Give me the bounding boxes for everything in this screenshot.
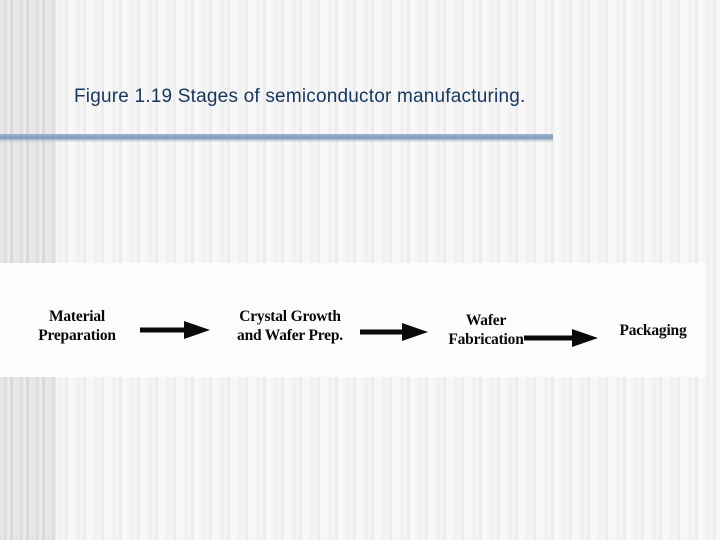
flow-stage-wafer-fabrication: Wafer Fabrication xyxy=(448,312,524,348)
flow-stage-crystal-growth-and-wafer-prep: Crystal Growth and Wafer Prep. xyxy=(237,308,343,344)
title-divider xyxy=(0,134,553,140)
right-arrow-icon xyxy=(360,321,428,343)
title-divider-shadow xyxy=(0,140,553,142)
right-arrow-icon xyxy=(524,327,598,349)
flow-diagram: Material Preparation Crystal Growth and … xyxy=(0,263,706,377)
figure-image: Material Preparation Crystal Growth and … xyxy=(0,263,706,377)
flow-stage-packaging: Packaging xyxy=(619,322,687,339)
flow-stage-material-preparation: Material Preparation xyxy=(38,308,116,344)
page-title: Figure 1.19 Stages of semiconductor manu… xyxy=(74,86,526,107)
right-arrow-icon xyxy=(140,319,210,341)
